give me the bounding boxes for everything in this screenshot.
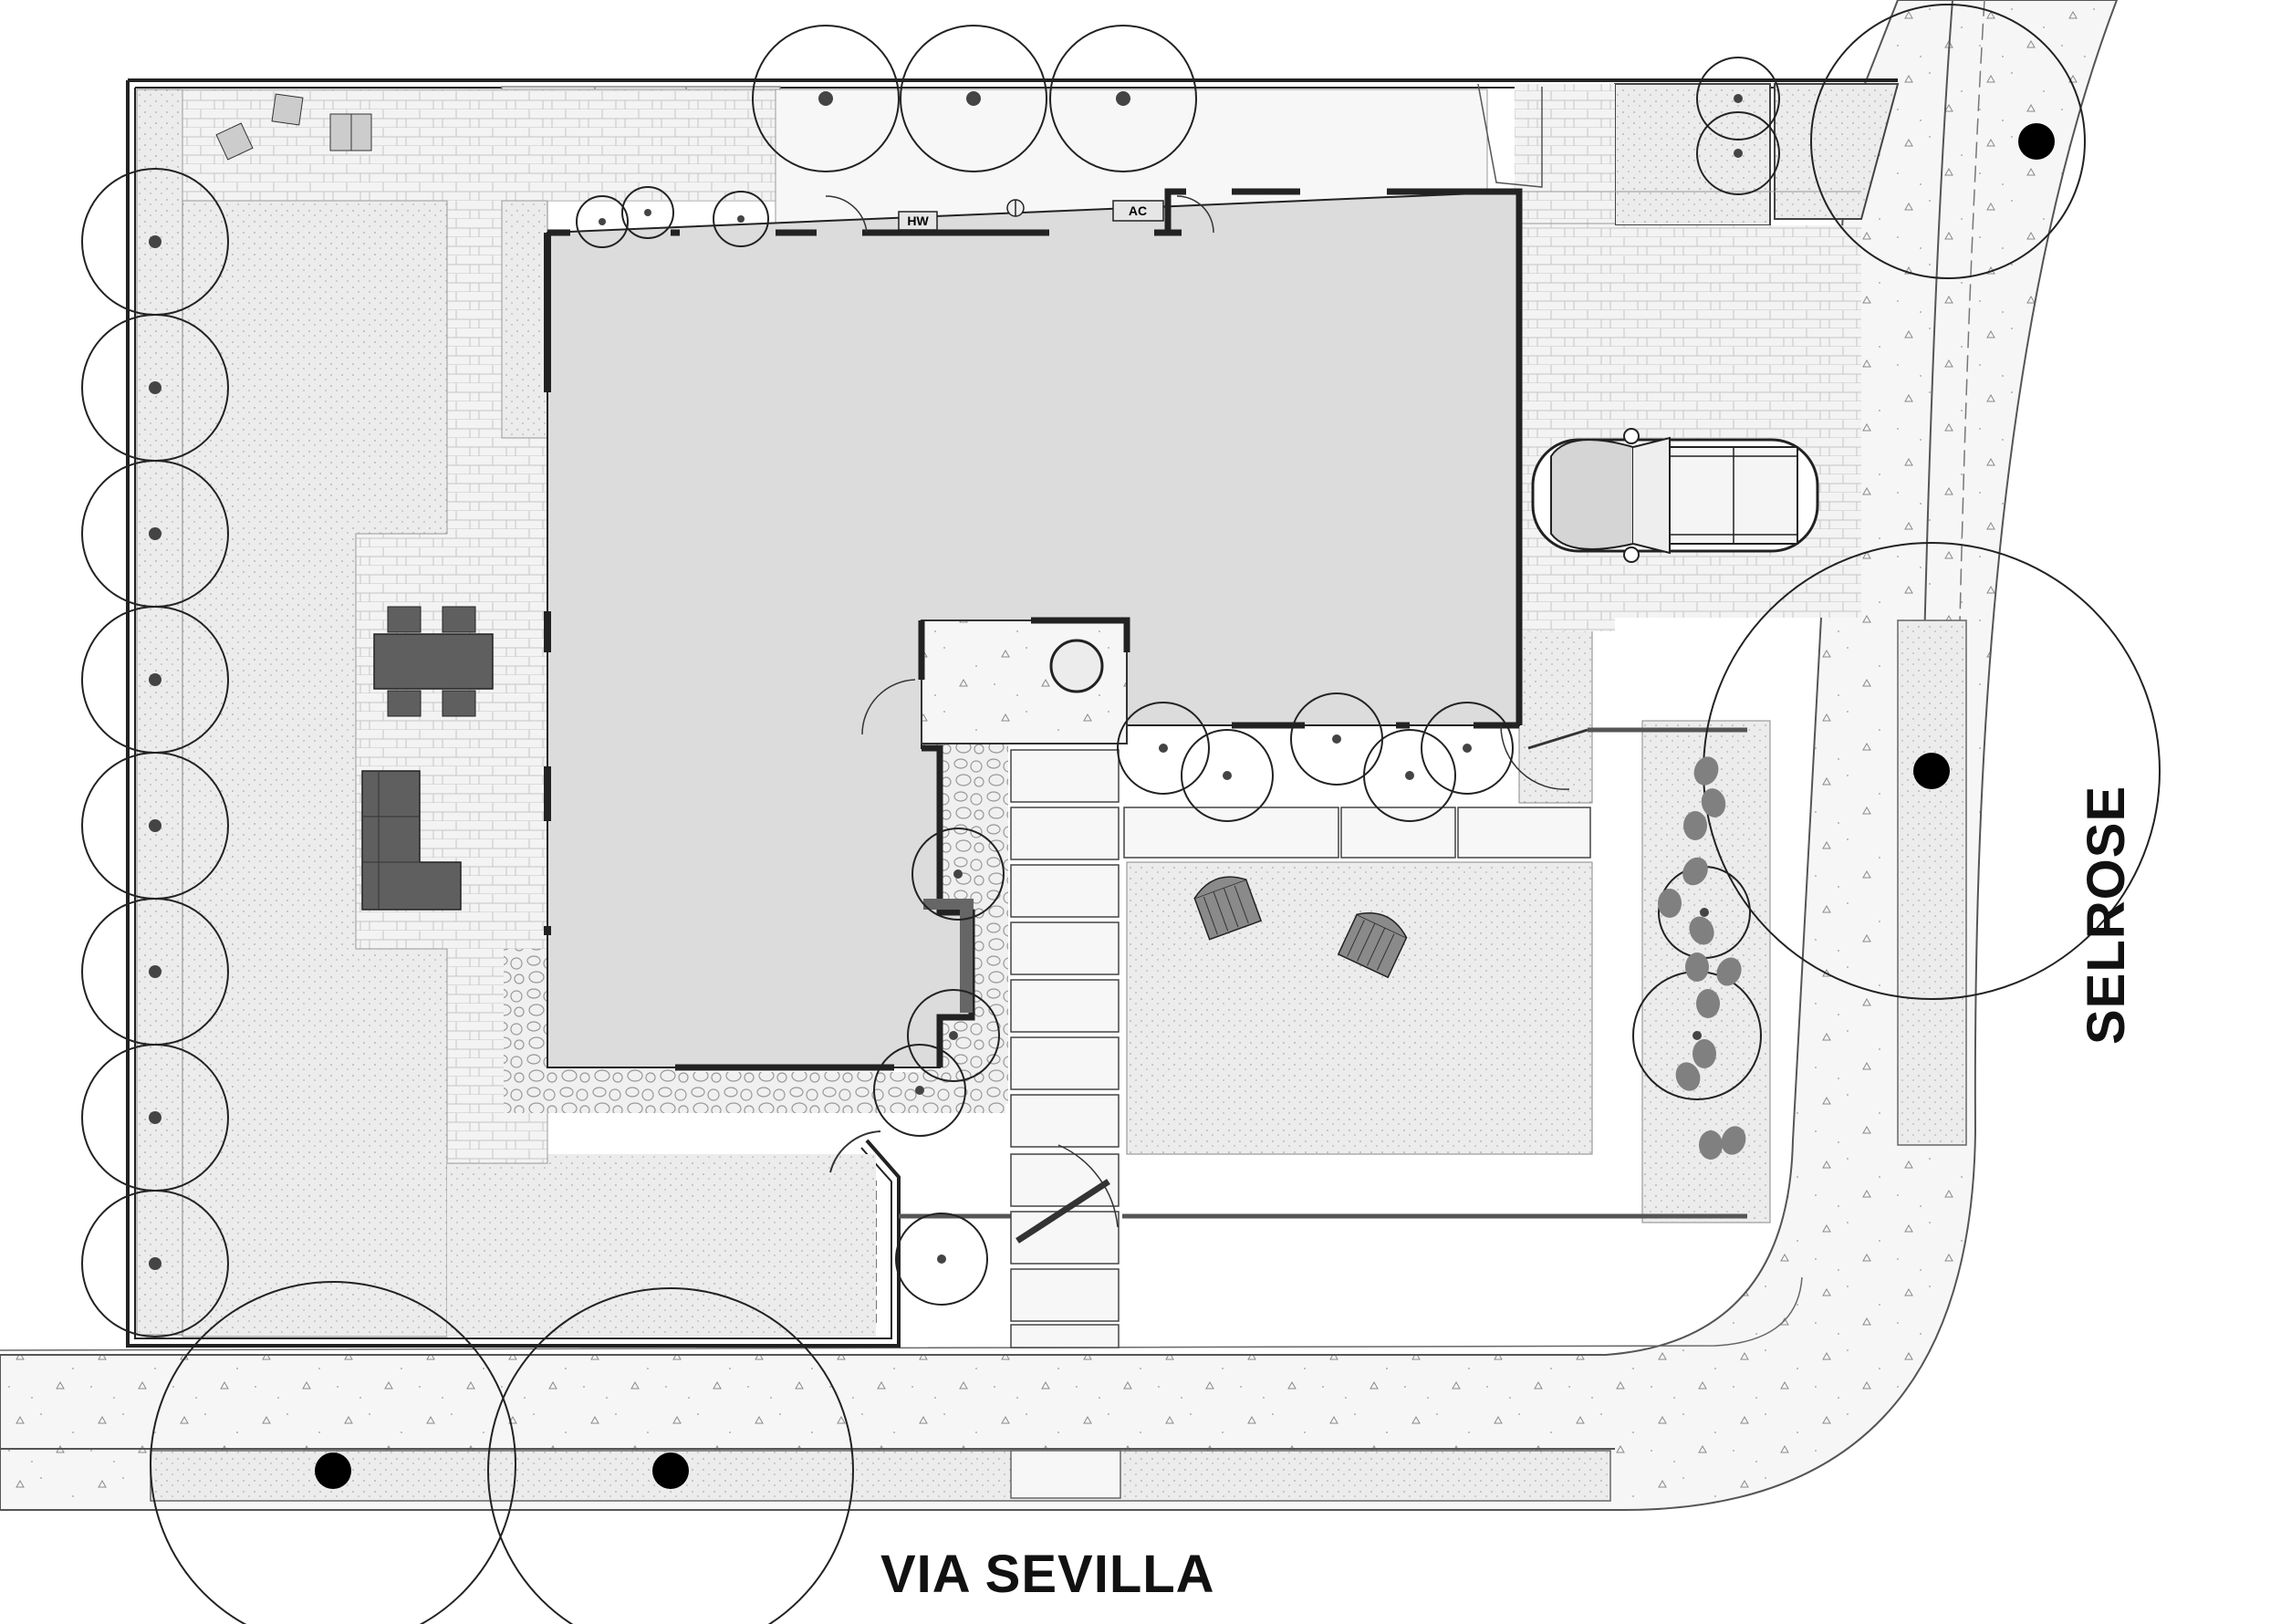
sectional-sofa [361,770,462,911]
equipment: HW AC [898,199,1164,231]
lounge-chair [1193,876,1263,941]
air-conditioner-label: AC [1129,203,1147,218]
street-name-right: SELROSE [2077,785,2136,1045]
air-conditioner [1112,200,1164,222]
street-name-bottom: VIA SEVILLA [880,1545,1215,1604]
street-frontage [0,0,2119,1512]
patio-furniture [215,93,1408,979]
site-trees [81,4,2161,1624]
paver-walkway [1010,749,1591,1348]
street-trees [315,123,2055,1489]
water-heater-label: HW [907,213,929,228]
water-heater [898,211,938,231]
tree-trunks [149,91,1743,1270]
car [1531,428,1819,563]
lounge-chair [1337,912,1408,979]
shrubs [1658,756,1746,1160]
dining-table [373,633,494,690]
